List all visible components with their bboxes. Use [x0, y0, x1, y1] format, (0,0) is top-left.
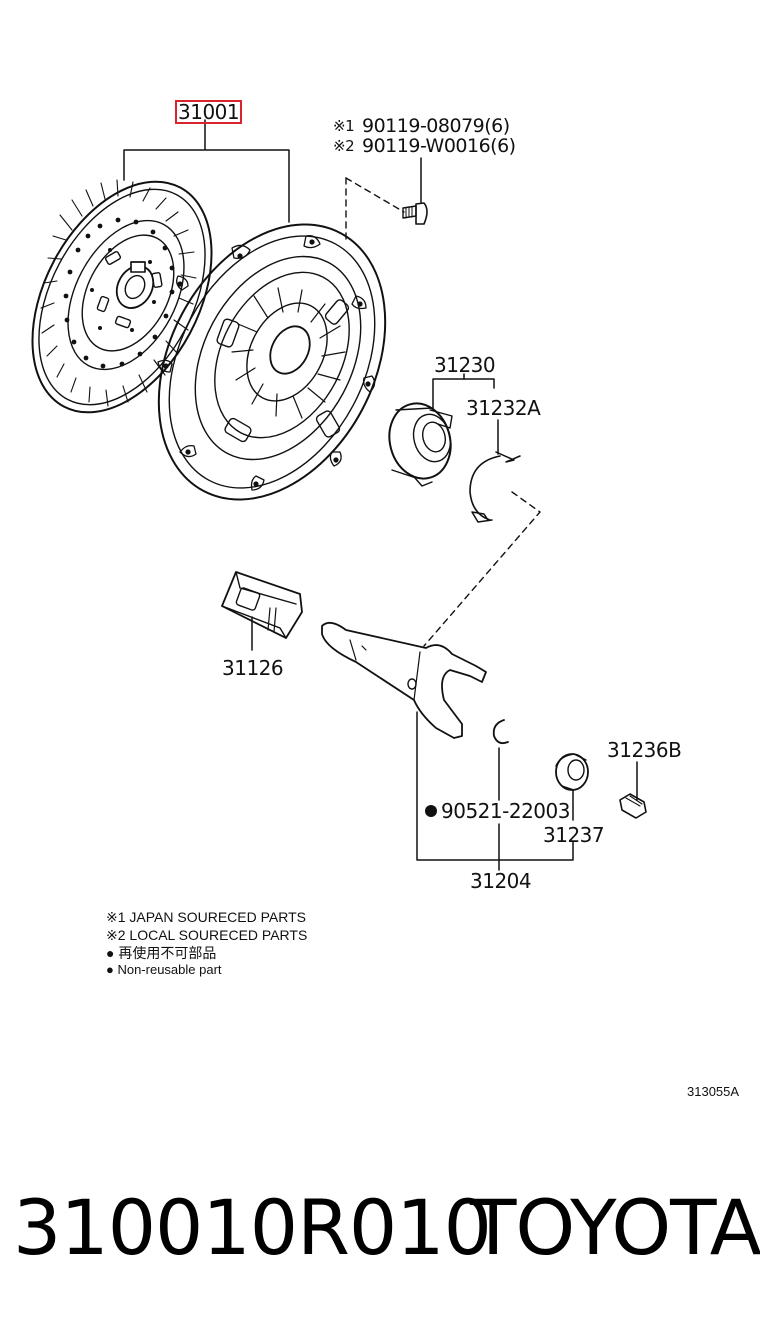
legend-local-sourced: ※2 LOCAL SOURECED PARTS [106, 927, 308, 943]
clutch-disc [31, 179, 213, 414]
callout-clutch-cover: 31001 [175, 100, 243, 124]
legend-japan-sourced: ※1 JAPAN SOURECED PARTS [106, 909, 306, 925]
diagram-reference-code: 313055A [687, 1084, 740, 1099]
release-bearing [388, 402, 453, 487]
callout-fork-clip: 90521-22003 [441, 799, 570, 823]
callout-release-fork: 31204 [470, 869, 532, 893]
fork-boot [221, 571, 303, 639]
clutch-cover [157, 223, 387, 501]
cover-bolt [402, 202, 428, 225]
callout-fork-support: 31237 [543, 823, 605, 847]
product-part-number: 310010R010 [13, 1183, 492, 1272]
callout-fork-boot: 31126 [222, 656, 284, 680]
release-fork [321, 621, 487, 739]
legend-non-reusable-en: ● Non-reusable part [106, 962, 222, 977]
bolt-mark-2: ※2 [333, 137, 355, 155]
legend-non-reusable-jp: ● 再使用不可部品 [106, 945, 217, 961]
callout-fork-pivot: 31236B [607, 738, 682, 762]
bolt-mark-1: ※1 [333, 117, 355, 135]
callout-bolt-1: 90119-08079(6) [362, 115, 510, 137]
bearing-clip [469, 451, 521, 523]
product-brand: TOYOTA [470, 1183, 760, 1272]
non-reusable-mark [425, 805, 437, 817]
fork-pivot [619, 793, 647, 819]
fork-clip [492, 719, 509, 745]
callout-release-bearing: 31230 [434, 353, 496, 377]
fork-support [555, 753, 589, 791]
exploded-parts-diagram [31, 119, 647, 871]
callout-bearing-clip: 31232A [466, 396, 541, 420]
callout-bolt-2: 90119-W0016(6) [362, 135, 516, 157]
